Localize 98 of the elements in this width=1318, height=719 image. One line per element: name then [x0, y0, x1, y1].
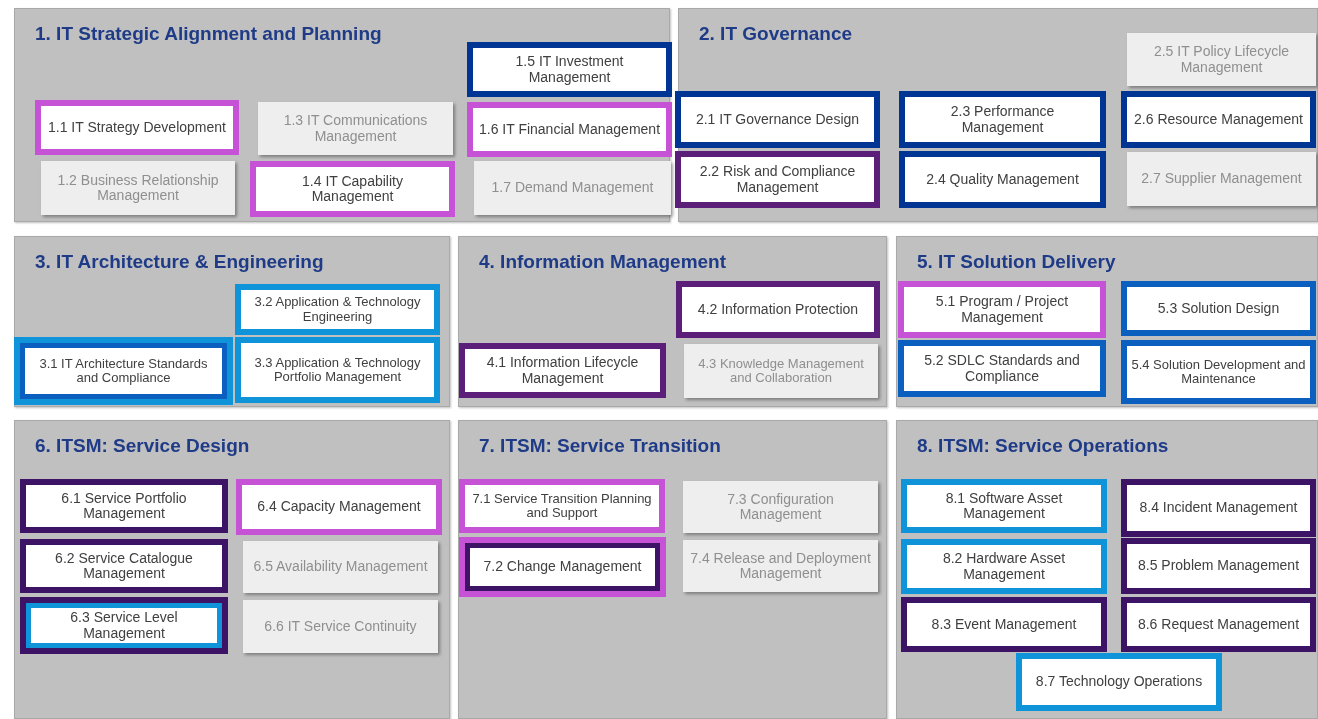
process-box [236, 479, 442, 535]
process-label: 7.1 Service Transition Planning and Support [471, 491, 653, 521]
process-label: 6.6 IT Service Continuity [264, 618, 417, 635]
section-title: 8. ITSM: Service Operations [917, 435, 1169, 457]
process-box [35, 100, 239, 155]
section-panel [896, 420, 1318, 719]
process-label: 4.3 Knowledge Management and Collaboration [697, 356, 865, 386]
inactive-process-box [258, 102, 453, 155]
process-label: 2.5 IT Policy Lifecycle Management [1152, 44, 1291, 75]
process-label: 1.3 IT Communications Management [282, 113, 429, 144]
section-title: 6. ITSM: Service Design [35, 435, 250, 457]
process-box [1016, 653, 1222, 711]
process-box [1121, 281, 1316, 336]
process-box [459, 343, 666, 398]
process-label: 8.1 Software Asset Management [944, 490, 1064, 522]
process-box [459, 537, 666, 597]
section-title: 4. Information Management [479, 251, 727, 273]
process-label: 5.4 Solution Development and Maintenance [1131, 357, 1306, 387]
process-label: 8.5 Problem Management [1137, 558, 1300, 574]
process-label: 2.7 Supplier Management [1141, 171, 1302, 187]
section-panel [458, 420, 887, 719]
section-panel [678, 8, 1318, 222]
process-box [250, 161, 455, 217]
process-label: 2.6 Resource Management [1134, 111, 1303, 128]
process-label: 5.3 Solution Design [1157, 300, 1280, 317]
section-panel [14, 8, 670, 222]
process-box [1121, 340, 1316, 404]
process-label: 2.4 Quality Management [926, 171, 1079, 188]
process-box [898, 340, 1106, 397]
process-label: 2.3 Performance Management [949, 104, 1056, 135]
process-label: 1.2 Business Relationship Management [56, 172, 220, 204]
process-label: 6.4 Capacity Management [257, 499, 421, 515]
process-box [1121, 91, 1316, 148]
process-label: 1.5 IT Investment Management [514, 54, 625, 85]
process-box [14, 337, 233, 405]
process-label: 2.1 IT Governance Design [695, 111, 860, 128]
process-label: 6.1 Service Portfolio Management [60, 490, 188, 522]
process-label: 3.1 IT Architecture Standards and Compliance [38, 356, 209, 386]
process-label: 1.7 Demand Management [491, 180, 654, 196]
section-panel [896, 236, 1318, 407]
process-label: 7.2 Change Management [483, 559, 642, 575]
process-box [467, 102, 672, 157]
process-box [901, 479, 1107, 533]
section-title: 1. IT Strategic Alignment and Planning [35, 23, 382, 45]
inactive-process-box [684, 344, 878, 398]
process-label: 8.2 Hardware Asset Management [941, 551, 1067, 582]
process-box [898, 281, 1106, 338]
section-title: 3. IT Architecture & Engineering [35, 251, 324, 273]
process-label: 7.4 Release and Deployment Management [689, 550, 872, 582]
process-label: 2.2 Risk and Compliance Management [698, 164, 857, 195]
process-label: 4.2 Information Protection [697, 301, 859, 318]
process-label: 3.2 Application & Technology Engineering [253, 295, 422, 324]
inactive-process-box [41, 161, 235, 215]
inactive-process-box [1127, 33, 1316, 86]
process-label: 8.4 Incident Management [1139, 500, 1298, 516]
process-label: 8.3 Event Management [931, 616, 1077, 633]
process-label: 8.7 Technology Operations [1035, 674, 1203, 690]
process-label: 1.6 IT Financial Management [478, 121, 661, 138]
inactive-process-box [474, 161, 671, 215]
process-box [899, 91, 1106, 148]
process-label: 6.3 Service Level Management [69, 610, 179, 641]
section-panel [14, 420, 450, 719]
process-box [235, 284, 440, 335]
section-title: 7. ITSM: Service Transition [479, 435, 721, 457]
process-label: 6.5 Availability Management [253, 559, 428, 575]
process-label: 3.3 Application & Technology Portfolio Management [253, 355, 422, 385]
process-box [1121, 479, 1316, 537]
process-box [459, 479, 665, 533]
process-box [675, 151, 880, 208]
process-label: 8.6 Request Management [1137, 616, 1300, 633]
inactive-process-box [683, 481, 878, 533]
process-label: 1.4 IT Capability Management [301, 173, 404, 205]
process-box [20, 539, 228, 593]
process-label: 5.2 SDLC Standards and Compliance [923, 353, 1081, 384]
process-label: 7.3 Configuration Management [726, 491, 835, 523]
process-box [675, 91, 880, 148]
process-label: 1.1 IT Strategy Development [48, 119, 226, 136]
process-box [20, 479, 228, 533]
section-title: 5. IT Solution Delivery [917, 251, 1116, 273]
process-box [1121, 597, 1316, 652]
section-panel [14, 236, 450, 407]
process-box [20, 597, 228, 654]
inactive-process-box [243, 541, 438, 593]
process-box [901, 597, 1107, 652]
inactive-process-box [243, 600, 438, 653]
process-box [676, 281, 880, 338]
process-box [899, 151, 1106, 208]
process-box [467, 42, 672, 97]
process-box [235, 337, 440, 403]
inactive-process-box [1127, 152, 1316, 206]
section-title: 2. IT Governance [699, 23, 853, 45]
process-box [1121, 538, 1316, 594]
section-panel [458, 236, 887, 407]
inactive-process-box [683, 540, 878, 592]
process-label: 6.2 Service Catalogue Management [54, 550, 194, 582]
process-label: 5.1 Program / Project Management [934, 294, 1070, 325]
process-label: 4.1 Information Lifecycle Management [485, 355, 640, 386]
process-box [901, 539, 1107, 594]
